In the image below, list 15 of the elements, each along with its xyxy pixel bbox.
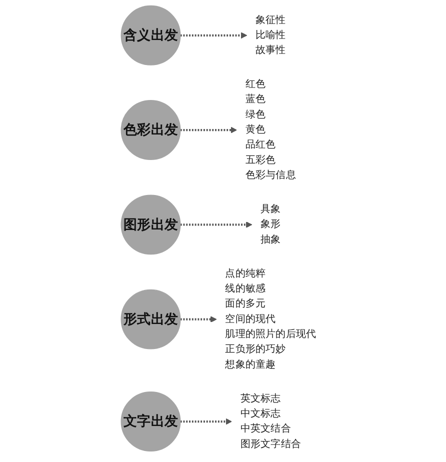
node-circle: 图形出发 xyxy=(120,194,181,255)
node-text: 红色 蓝色 绿色 黄色 品红色 五彩色 色彩与信息 xyxy=(245,78,296,181)
node-text: 英文标志 中文标志 中英文结合 图形文字结合 xyxy=(240,392,302,450)
arrow xyxy=(180,316,217,322)
arrow xyxy=(180,418,232,425)
node-circle: 色彩出发 xyxy=(120,100,181,160)
node-circle: 文字出发 xyxy=(120,392,181,452)
node-text: 具象 象形 抽象 xyxy=(260,203,281,246)
arrow xyxy=(180,32,248,39)
node-circle: 形式出发 xyxy=(120,289,181,350)
arrow xyxy=(180,126,238,134)
node-text: 象征性 比喻性 故事性 xyxy=(256,14,286,56)
node-text: 点的纯粹 线的敏感 面的多元 空间的现代 肌理的照片的后现代 正负形的巧妙 想象的童趣 xyxy=(225,268,316,370)
node-circle: 含义出发 xyxy=(120,5,181,66)
arrow xyxy=(180,222,252,228)
